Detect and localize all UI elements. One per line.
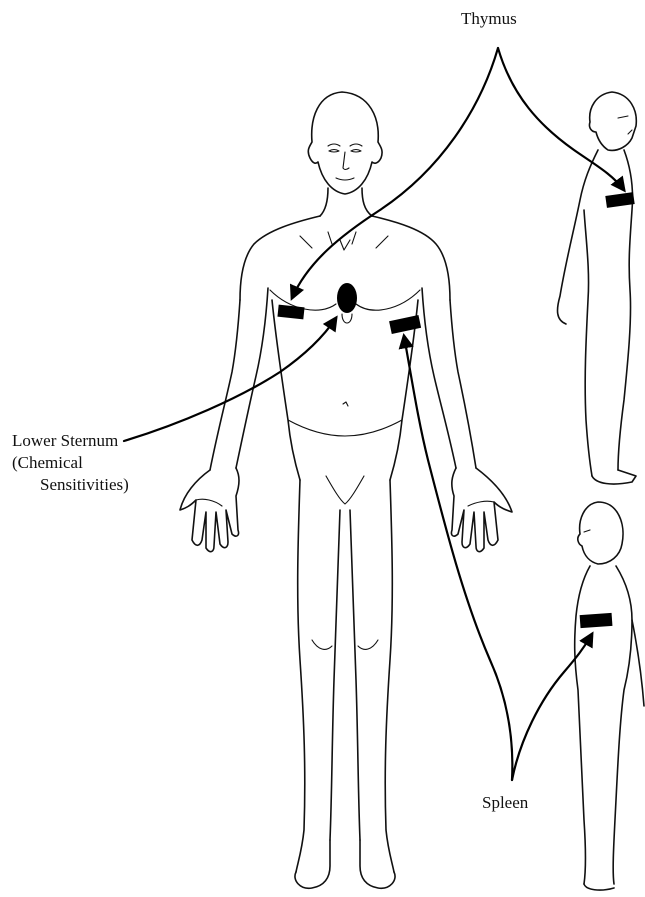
spleen-label: Spleen bbox=[482, 792, 528, 814]
side-body-figure-top bbox=[558, 92, 637, 484]
spleen-arrow-to-front bbox=[404, 336, 512, 780]
spleen-arrow-to-side bbox=[512, 634, 592, 780]
lower-sternum-label-line2: (Chemical bbox=[12, 452, 83, 474]
side-body-figure-bottom bbox=[575, 502, 644, 890]
lower-sternum-label-line3: Sensitivities) bbox=[40, 474, 129, 496]
thymus-arrow-to-side bbox=[498, 48, 624, 190]
front-body-figure bbox=[180, 92, 512, 888]
thymus-label: Thymus bbox=[461, 8, 517, 30]
thymus-arrow-to-front bbox=[292, 48, 498, 298]
lower-sternum-label: Lower Sternum bbox=[12, 430, 118, 452]
front-head bbox=[308, 92, 382, 194]
